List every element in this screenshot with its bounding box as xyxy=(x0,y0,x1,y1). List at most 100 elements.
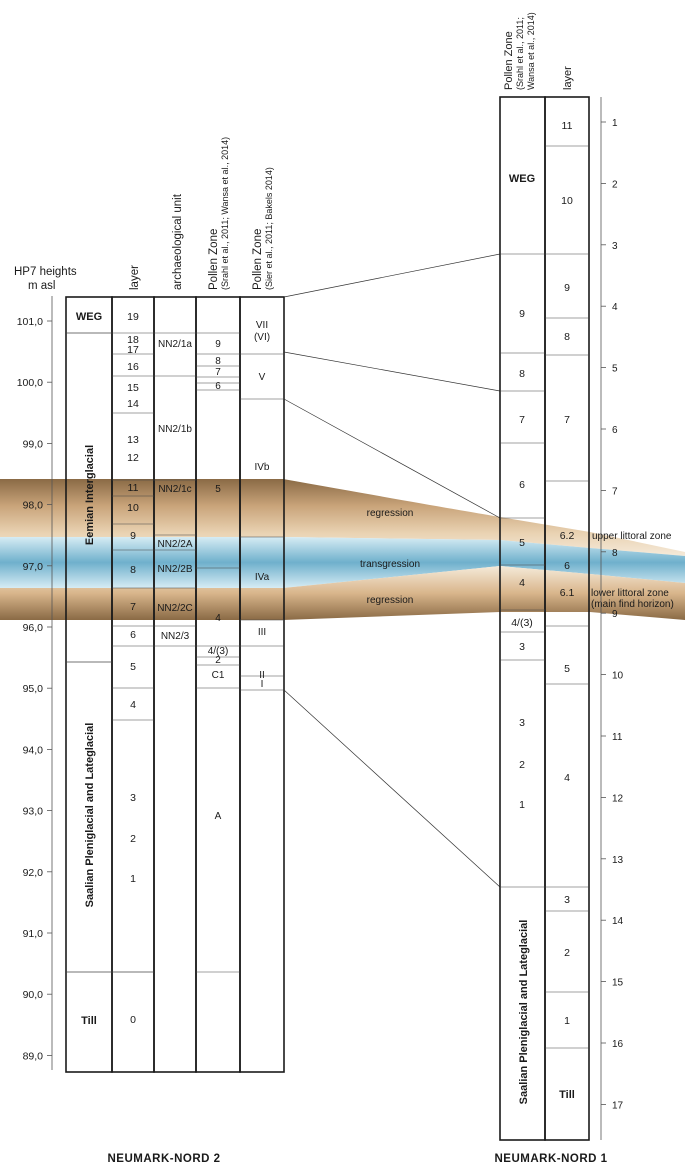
axis-ticks: 101,0100,099,098,097,096,095,094,093,092… xyxy=(17,316,52,1062)
environment-bands xyxy=(0,479,685,620)
pollen-zone: 4 xyxy=(519,577,525,589)
scale-tick-label: 3 xyxy=(612,241,618,252)
littoral-labels: upper littoral zone lower littoral zone … xyxy=(591,531,674,610)
nn2-layer: 18 xyxy=(127,334,139,346)
nn2-pollen1-header: Pollen Zone xyxy=(208,229,220,290)
pollen-zone: 3 xyxy=(519,717,525,729)
pollen-zone: 1 xyxy=(519,799,525,811)
arch-unit: NN2/2C xyxy=(157,603,193,614)
pollen-zone: 6 xyxy=(215,381,221,392)
scale-tick-label: 1 xyxy=(612,118,618,129)
nn2-pollen2-header: Pollen Zone xyxy=(252,229,264,290)
nn2-layers: 19 18 17 16 15 14 13 12 11 10 9 8 7 6 5 … xyxy=(127,311,139,1026)
axis-tick-label: 93,0 xyxy=(23,806,44,818)
nn1-layer: 10 xyxy=(561,195,573,207)
arch-unit: NN2/1a xyxy=(158,339,192,350)
nn2-layer: 3 xyxy=(130,792,136,804)
axis-tick-label: 100,0 xyxy=(17,377,43,389)
arch-unit: NN2/2B xyxy=(157,564,192,575)
nn2-layer: 9 xyxy=(130,530,136,542)
scale-tick-label: 14 xyxy=(612,916,624,927)
nn1-layer: 6.1 xyxy=(560,587,575,599)
nn2-pollen2-sub: (Sier et al., 2011; Bakels 2014) xyxy=(264,167,274,290)
arch-unit: NN2/1c xyxy=(158,484,191,495)
scale-tick-label: 5 xyxy=(612,364,618,375)
pollen-zone: 7 xyxy=(215,367,221,378)
nn2-layer: 1 xyxy=(130,873,136,885)
nn1-pollen-sub2: Wansa et al., 2014) xyxy=(526,12,536,90)
nn1-section: Pollen Zone (Srahl et al., 2011; Wansa e… xyxy=(494,12,623,1165)
nn2-layer: 14 xyxy=(127,398,139,410)
scale-tick-label: 16 xyxy=(612,1039,624,1050)
axis-tick-label: 99,0 xyxy=(23,438,44,450)
scale-tick-label: 9 xyxy=(612,609,618,620)
pollen-zone: 8 xyxy=(519,368,525,380)
pollen-zone: C1 xyxy=(212,670,225,681)
nn1-pollen-sub1: (Srahl et al., 2011; xyxy=(515,17,525,90)
nn2-arch-units: NN2/1a NN2/1b NN2/1c NN2/2A NN2/2B NN2/2… xyxy=(157,339,193,642)
nn2-layer: 10 xyxy=(127,502,139,514)
axis-tick-label: 101,0 xyxy=(17,316,43,328)
pollen-zone: 3 xyxy=(519,641,525,653)
nn2-layer: 16 xyxy=(127,361,139,373)
nn1-caption: NEUMARK-NORD 1 xyxy=(494,1153,607,1165)
band-labels: regression transgression regression xyxy=(360,508,420,606)
nn1-layer: 3 xyxy=(564,894,570,906)
pollen-zone: V xyxy=(259,372,266,383)
nn2-caption: NEUMARK-NORD 2 xyxy=(107,1153,220,1165)
pollen-zone: I xyxy=(261,679,264,690)
upper-littoral-label: upper littoral zone xyxy=(592,531,672,542)
nn2-layer: 17 xyxy=(127,344,139,356)
nn1-layer: Till xyxy=(559,1089,575,1101)
scale-tick-label: 10 xyxy=(612,671,624,682)
nn1-pollen-header: Pollen Zone xyxy=(503,31,515,90)
pollen-zone: IVa xyxy=(255,572,270,583)
scale-tick-label: 15 xyxy=(612,978,624,989)
scale-tick-label: 12 xyxy=(612,793,624,804)
nn2-section: layer archaeological unit Pollen Zone (S… xyxy=(65,137,285,1165)
pollen-zone: II xyxy=(259,670,265,681)
pollen-zone: 9 xyxy=(519,308,525,320)
nn2-layer: 4 xyxy=(130,699,136,711)
nn2-layer: 15 xyxy=(127,382,139,394)
scale-tick-label: 17 xyxy=(612,1100,624,1111)
nn2-pollen1-zones: 9 8 7 6 5 4 4/(3) 2 C1 A xyxy=(208,339,229,822)
nn1-pollen-zones: WEG 9 8 7 6 5 4 4/(3) 3 3 2 1 xyxy=(509,173,535,811)
pollen-zone: IVb xyxy=(254,462,269,473)
nn1-layer: 7 xyxy=(564,414,570,426)
nn2-arch-column xyxy=(153,296,197,1073)
nn2-pollen1-column xyxy=(195,296,241,1073)
nn1-layer: 6.2 xyxy=(560,530,575,542)
regression-label-lower: regression xyxy=(367,595,414,606)
pollen-zone: VII xyxy=(256,320,268,331)
nn2-period-weg: WEG xyxy=(76,311,102,323)
pollen-zone: WEG xyxy=(509,173,535,185)
regression-label-upper: regression xyxy=(367,508,414,519)
nn2-layer-header: layer xyxy=(129,265,141,290)
pollen-zone: 5 xyxy=(215,484,221,495)
pollen-zone: 9 xyxy=(215,339,221,350)
nn1-layer-column xyxy=(544,96,590,1141)
nn2-layer: 5 xyxy=(130,661,136,673)
pollen-zone: A xyxy=(215,811,222,822)
height-axis: HP7 heights m asl 101,0100,099,098,097,0… xyxy=(14,266,77,1070)
arch-unit: NN2/1b xyxy=(158,424,192,435)
scale-tick-label: 2 xyxy=(612,179,618,190)
axis-tick-label: 98,0 xyxy=(23,500,44,512)
scale-tick-label: 8 xyxy=(612,548,618,559)
axis-title: HP7 heights xyxy=(14,266,77,278)
arch-unit: NN2/3 xyxy=(161,631,190,642)
scale-tick-label: 6 xyxy=(612,425,618,436)
nn2-layer: 8 xyxy=(130,564,136,576)
axis-tick-label: 92,0 xyxy=(23,867,44,879)
nn1-layer: 1 xyxy=(564,1015,570,1027)
scale-tick-label: 11 xyxy=(612,732,623,743)
nn1-layer: 4 xyxy=(564,772,570,784)
regression-band-lower xyxy=(0,566,685,620)
pollen-zone: 2 xyxy=(215,655,221,666)
nn1-layers: 11 10 9 8 7 6.2 6 6.1 5 4 3 2 1 Till xyxy=(559,120,575,1101)
nn2-layer: 0 xyxy=(130,1014,136,1026)
nn1-layer: 2 xyxy=(564,947,570,959)
